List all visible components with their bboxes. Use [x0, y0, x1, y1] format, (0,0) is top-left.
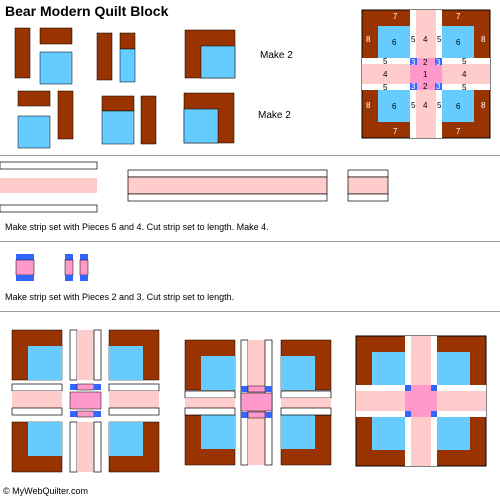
- label-4: 4: [383, 70, 388, 79]
- label-5: 5: [383, 83, 388, 92]
- label-3: 3: [436, 82, 441, 91]
- label-6: 6: [456, 38, 461, 47]
- label-4: 4: [462, 70, 467, 79]
- piece-corner-bar: [17, 90, 51, 107]
- label-5: 5: [462, 83, 467, 92]
- strip-instruction-1: Make strip set with Pieces 5 and 4. Cut …: [5, 222, 269, 232]
- pieces-row-2: [17, 90, 235, 149]
- label-5: 5: [411, 35, 416, 44]
- divider-3: [0, 311, 500, 312]
- label-6: 6: [392, 38, 397, 47]
- divider-1: [0, 155, 500, 156]
- label-5: 5: [383, 57, 388, 66]
- finished-block-labeled: 7 7 7 7 8 8 8 8 6 6 6 6 5 5 4 5 5 4 5 5 …: [361, 9, 491, 139]
- label-8: 8: [481, 35, 486, 44]
- label-7: 7: [393, 12, 398, 21]
- label-5: 5: [411, 101, 416, 110]
- page-title: Bear Modern Quilt Block: [5, 3, 169, 19]
- strip-set-2-3: [15, 254, 89, 281]
- label-3: 3: [436, 58, 441, 67]
- label-7: 7: [393, 127, 398, 136]
- label-8: 8: [366, 35, 371, 44]
- finished-block: [355, 335, 487, 467]
- label-4: 4: [423, 101, 428, 110]
- strip-set-5-4: [0, 161, 389, 213]
- label-3: 3: [411, 82, 416, 91]
- label-7: 7: [456, 12, 461, 21]
- piece-corner-bar: [39, 27, 73, 45]
- piece-corner-bar: [101, 95, 135, 112]
- piece-square: [17, 115, 51, 149]
- assembly-columns: [184, 339, 332, 466]
- label-5: 5: [462, 57, 467, 66]
- strip-instruction-2: Make strip set with Pieces 2 and 3. Cut …: [5, 292, 235, 302]
- label-8: 8: [366, 101, 371, 110]
- label-5: 5: [437, 101, 442, 110]
- label-6: 6: [456, 102, 461, 111]
- label-6: 6: [392, 102, 397, 111]
- label-2: 2: [423, 82, 428, 91]
- pieces-row-1: [14, 27, 236, 85]
- label-4: 4: [423, 35, 428, 44]
- divider-2: [0, 241, 500, 242]
- unit-corner-square: [183, 108, 219, 144]
- piece-side-bar: [57, 90, 74, 140]
- piece-square: [39, 51, 73, 85]
- make-note-bottom: Make 2: [258, 110, 291, 121]
- unit-corner-square: [200, 45, 236, 79]
- label-7: 7: [456, 127, 461, 136]
- make-note-top: Make 2: [260, 50, 293, 61]
- piece-square: [119, 48, 136, 83]
- assembly-exploded: [11, 329, 160, 473]
- piece-corner-bar: [119, 32, 136, 50]
- label-8: 8: [481, 101, 486, 110]
- credit-text: © MyWebQuilter.com: [3, 486, 88, 496]
- label-3: 3: [411, 58, 416, 67]
- label-5: 5: [437, 35, 442, 44]
- piece-side-bar: [140, 95, 157, 145]
- piece-square: [101, 110, 135, 145]
- piece-side-bar: [14, 27, 31, 79]
- label-2: 2: [423, 58, 428, 67]
- label-1: 1: [423, 70, 428, 79]
- piece-side-bar: [96, 32, 113, 81]
